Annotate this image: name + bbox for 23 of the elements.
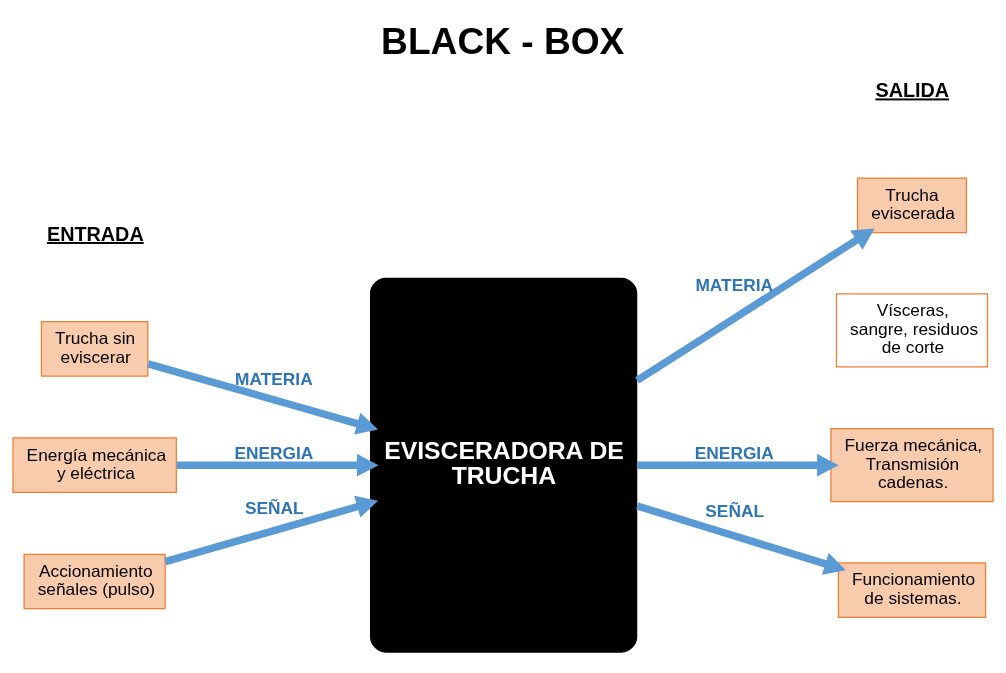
node-box: Funcionamiento de sistemas. [837, 562, 987, 618]
node-box: Energía mecánica y eléctrica [12, 437, 177, 494]
node-box: Fuerza mecánica, Transmisión cadenas. [830, 428, 994, 503]
edge-label: MATERIA [695, 274, 773, 295]
node-box: Vísceras, sangre, residuos de corte [835, 293, 989, 368]
arrow [636, 502, 846, 575]
edge-label: ENERGIA [694, 443, 774, 464]
arrow [176, 453, 379, 477]
diagram-title: BLACK - BOX [381, 20, 625, 63]
edge-label: SEÑAL [705, 501, 765, 522]
node-box: Trucha sin eviscerar [40, 321, 149, 377]
node-box: Accionamiento señales (pulso) [23, 553, 166, 610]
edge-label: ENERGIA [234, 443, 314, 464]
arrow [637, 453, 839, 477]
label: ENTRADA [47, 222, 144, 245]
arrow [147, 360, 379, 435]
node-box: Trucha eviscerada [856, 177, 968, 234]
arrow [635, 228, 875, 384]
node-box: EVISCERADORA DE TRUCHA [369, 277, 638, 653]
edge-label: SEÑAL [244, 497, 304, 518]
arrow [164, 495, 379, 566]
label: SALIDA [875, 79, 950, 102]
edge-label: MATERIA [235, 369, 313, 390]
